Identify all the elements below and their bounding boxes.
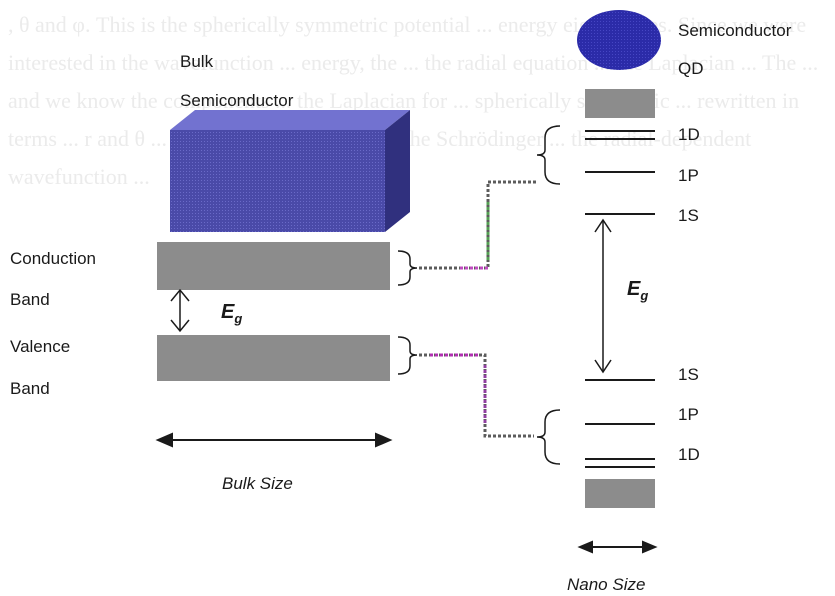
valence-label-line2: Band: [10, 379, 50, 398]
level-1d-upper: 1D: [678, 125, 700, 144]
conduction-band: [157, 242, 390, 290]
nano-upper-brace: [537, 126, 560, 184]
valence-band: [157, 335, 390, 381]
conduction-label-line1: Conduction: [10, 249, 96, 268]
level-1s-upper: 1S: [678, 206, 699, 225]
nano-size-arrow: [580, 542, 655, 552]
level-1d-lower: 1D: [678, 445, 700, 464]
bulk-size-arrow: [158, 434, 390, 446]
qd-label-line1: Semiconductor: [678, 21, 792, 40]
conduction-label-line2: Band: [10, 290, 50, 309]
bulk-title-line1: Bulk: [180, 52, 214, 71]
bulk-gap-arrow: [171, 290, 189, 331]
nano-upper-levels: [585, 131, 655, 214]
valence-label-line1: Valence: [10, 337, 70, 356]
conduction-connector: [419, 182, 536, 268]
nano-eg-label: Eg: [627, 278, 648, 303]
nano-lower-brace: [537, 410, 560, 464]
valence-connector: [419, 355, 534, 436]
qd-label-line2: QD: [678, 59, 704, 78]
bulk-size-label: Bulk Size: [222, 474, 293, 493]
bulk-eg-label: Eg: [221, 301, 242, 326]
quantum-dot: [577, 10, 661, 70]
level-1s-lower: 1S: [678, 365, 699, 384]
nano-conduction-band-block: [585, 89, 655, 118]
nano-size-label: Nano Size: [567, 575, 645, 594]
nano-gap-arrow: [595, 220, 611, 372]
nano-valence-band-block: [585, 479, 655, 508]
level-1p-upper: 1P: [678, 166, 699, 185]
bulk-semiconductor-cube: [170, 110, 410, 232]
level-1p-lower: 1P: [678, 405, 699, 424]
conduction-brace: [398, 251, 417, 285]
nano-lower-levels: [585, 380, 655, 467]
valence-brace: [398, 337, 417, 374]
bulk-title-line2: Semiconductor: [180, 91, 294, 110]
